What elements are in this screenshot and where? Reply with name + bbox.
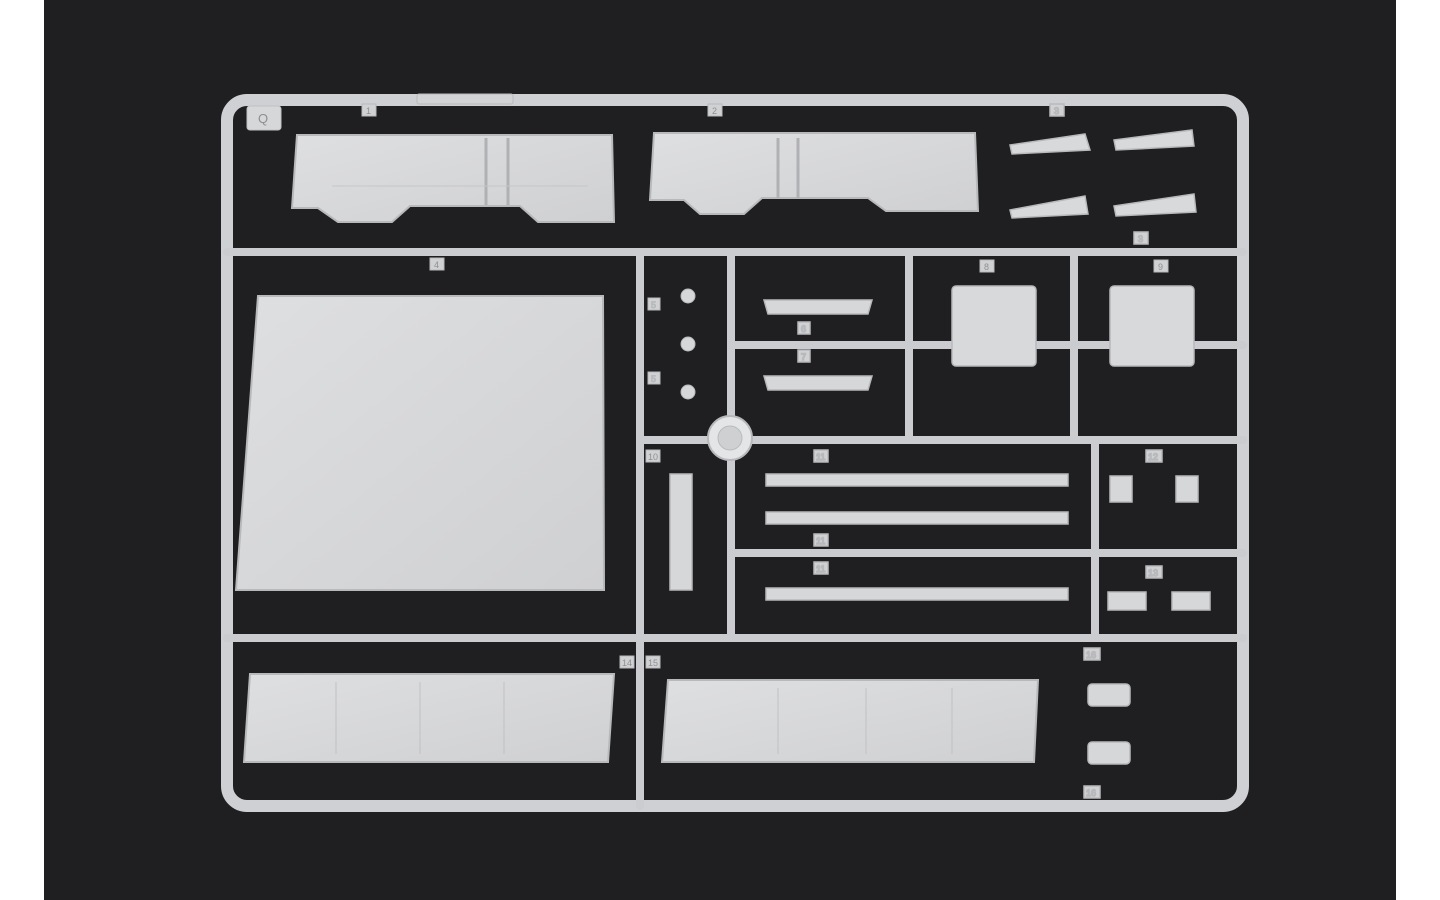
- svg-text:15: 15: [648, 658, 658, 668]
- part-9-box: 9: [1109, 259, 1195, 367]
- svg-text:16: 16: [1086, 650, 1096, 660]
- svg-text:8: 8: [984, 262, 989, 272]
- sprue-frame: [221, 94, 1249, 812]
- sprue-gate-disc: [707, 415, 753, 461]
- svg-text:3: 3: [1138, 234, 1143, 244]
- part-8-box: 8: [951, 259, 1037, 367]
- svg-text:11: 11: [816, 452, 825, 462]
- right-margin: [1396, 0, 1440, 900]
- part-14-tray: 14: [242, 655, 635, 763]
- part-10-rail: 10: [645, 449, 693, 591]
- part-12-clips: 12: [1109, 449, 1199, 503]
- sprue-id-tab: Q: [246, 93, 514, 131]
- svg-text:10: 10: [648, 452, 658, 462]
- part-2-side-panel: 2: [648, 103, 980, 215]
- part-3-wedges: 3 3: [1009, 103, 1197, 245]
- sprue-runners: [223, 248, 1247, 810]
- svg-text:13: 13: [1148, 568, 1158, 578]
- part-11-rods: 11 11 11: [765, 449, 1069, 601]
- svg-text:1: 1: [366, 106, 371, 116]
- svg-text:2: 2: [712, 106, 717, 116]
- svg-text:16: 16: [1086, 788, 1096, 798]
- svg-text:9: 9: [1158, 262, 1163, 272]
- sprue-photo: Q 1 2 3 3 4: [44, 0, 1396, 900]
- part-1-side-panel: 1: [290, 103, 616, 223]
- svg-text:5: 5: [651, 300, 656, 310]
- svg-text:7: 7: [801, 352, 806, 362]
- svg-text:3: 3: [1054, 106, 1059, 116]
- svg-text:6: 6: [801, 324, 806, 334]
- svg-text:14: 14: [622, 658, 632, 668]
- svg-text:12: 12: [1148, 452, 1158, 462]
- part-5-knobs: 5 5: [647, 288, 696, 400]
- svg-text:4: 4: [434, 260, 439, 270]
- part-16-pads: 16 16: [1083, 647, 1131, 799]
- sprue-illustration: Q 1 2 3 3 4: [221, 93, 1249, 812]
- part-15-tray: 15: [645, 655, 1040, 763]
- svg-text:Q: Q: [258, 111, 268, 126]
- svg-text:5: 5: [651, 374, 656, 384]
- part-13-clips: 13: [1107, 565, 1211, 611]
- left-margin: [0, 0, 44, 900]
- part-6-7-brackets: 6 7: [763, 299, 873, 391]
- part-4-floor-plate: 4: [234, 257, 606, 591]
- svg-text:11: 11: [816, 564, 825, 574]
- svg-text:11: 11: [816, 536, 825, 546]
